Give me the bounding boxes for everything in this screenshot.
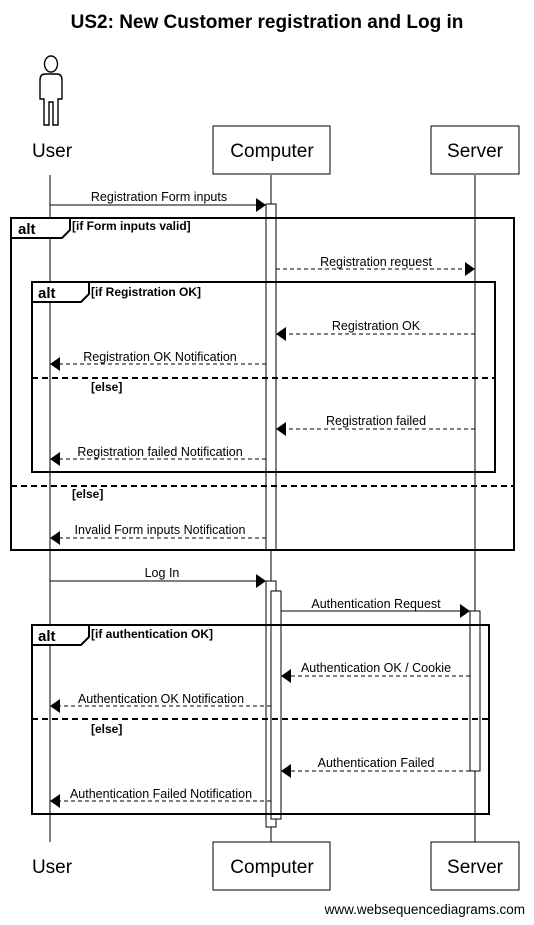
diagram-title: US2: New Customer registration and Log i… [71, 12, 464, 33]
alt-frame-authentication-ok: alt [if authentication OK] [else] [31, 624, 490, 815]
message-label: Authentication Request [311, 597, 441, 611]
message-registration-form-inputs: Registration Form inputs [50, 190, 266, 212]
message-label: Authentication OK / Cookie [301, 661, 451, 675]
alt-frame-form-valid: alt [if Form inputs valid] [else] [10, 217, 515, 551]
message-label: Authentication OK Notification [78, 692, 244, 706]
message-label: Invalid Form inputs Notification [75, 523, 246, 537]
alt-auth-condition: [if authentication OK] [91, 627, 213, 641]
message-log-in: Log In [50, 566, 266, 588]
message-invalid-form-inputs-notification: Invalid Form inputs Notification [50, 523, 266, 545]
server-participant-label-bottom: Server [447, 857, 504, 878]
server-participant-top: Server [430, 125, 520, 175]
user-actor-top: User [32, 55, 73, 162]
computer-participant-label-bottom: Computer [230, 857, 314, 878]
message-label: Authentication Failed [318, 756, 435, 770]
user-participant-label: User [32, 141, 73, 162]
message-label: Registration request [320, 255, 432, 269]
user-participant-label-bottom: User [32, 857, 73, 878]
alt-auth-else-label: [else] [91, 722, 122, 736]
message-registration-ok: Registration OK [276, 319, 475, 341]
message-registration-ok-notification: Registration OK Notification [50, 350, 266, 371]
alt-auth-keyword: alt [38, 628, 56, 645]
message-label: Registration OK Notification [83, 350, 237, 364]
message-registration-request: Registration request [276, 255, 475, 276]
message-authentication-ok-cookie: Authentication OK / Cookie [281, 661, 470, 683]
alt-registration-keyword: alt [38, 285, 56, 302]
message-label: Registration failed [326, 414, 426, 428]
footer-watermark: www.websequencediagrams.com [324, 902, 525, 917]
message-label: Registration Form inputs [91, 190, 227, 204]
message-label: Registration failed Notification [77, 445, 242, 459]
message-authentication-failed: Authentication Failed [281, 756, 470, 778]
computer-participant-top: Computer [212, 125, 331, 175]
server-participant-bottom: Server [430, 841, 520, 891]
message-registration-failed: Registration failed [276, 414, 475, 436]
alt-registration-condition: [if Registration OK] [91, 285, 201, 299]
server-participant-label: Server [447, 141, 504, 162]
alt-form-condition: [if Form inputs valid] [72, 219, 191, 233]
alt-frame-registration-ok: alt [if Registration OK] [else] [31, 281, 496, 473]
computer-participant-bottom: Computer [212, 841, 331, 891]
message-label: Authentication Failed Notification [70, 787, 252, 801]
alt-form-else-label: [else] [72, 487, 103, 501]
user-actor-icon [39, 55, 63, 126]
message-label: Log In [145, 566, 180, 580]
server-activation-auth [469, 610, 481, 772]
alt-registration-else-label: [else] [91, 380, 122, 394]
alt-form-keyword: alt [18, 221, 36, 238]
message-authentication-failed-notification: Authentication Failed Notification [50, 787, 271, 808]
message-registration-failed-notification: Registration failed Notification [50, 445, 266, 466]
computer-activation-login-nested [270, 590, 282, 820]
message-authentication-ok-notification: Authentication OK Notification [50, 692, 271, 713]
computer-participant-label: Computer [230, 141, 314, 162]
message-label: Registration OK [332, 319, 421, 333]
message-authentication-request: Authentication Request [281, 597, 470, 618]
